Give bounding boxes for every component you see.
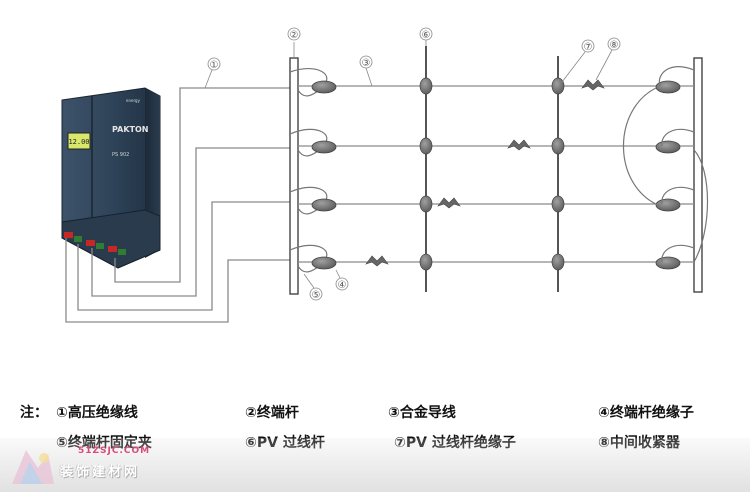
device-display-value: 12.00 <box>68 138 89 146</box>
legend-item-1: ①高压绝缘线 <box>56 405 138 421</box>
legend-item-2: ②终端杆 <box>245 405 299 421</box>
watermark-url: 51ZSJC.COM <box>78 446 151 456</box>
callout-2: ② <box>290 30 299 41</box>
callout-3: ③ <box>362 58 371 69</box>
watermark-name: 装饰建材网 <box>60 465 141 480</box>
callout-8: ⑧ <box>610 40 619 51</box>
callout-4: ④ <box>338 280 347 291</box>
legend-note-label: 注： <box>20 405 48 421</box>
terminal-post-right <box>693 57 703 293</box>
device-display <box>67 132 91 150</box>
callout-5: ⑤ <box>312 290 321 301</box>
alloy-conductors <box>298 85 694 263</box>
terminal-insulators-right <box>655 80 681 270</box>
device-badge: energy <box>126 98 141 103</box>
watermark-logo <box>12 450 54 484</box>
terminal-post-left <box>289 57 299 295</box>
device-brand: PAKTON <box>112 125 148 134</box>
callout-7: ⑦ <box>584 42 593 53</box>
legend-item-3: ③合金导线 <box>388 405 456 421</box>
legend-item-4: ④终端杆绝缘子 <box>598 405 694 421</box>
right-return-loops <box>622 65 709 263</box>
legend-row-1: 注： ①高压绝缘线 ②终端杆 ③合金导线 ④终端杆绝缘子 <box>0 402 750 424</box>
callout-6: ⑥ <box>422 30 431 41</box>
device-terminals <box>64 232 126 255</box>
callout-1: ① <box>210 60 219 71</box>
terminal-insulators-left <box>311 80 337 270</box>
mid-tensioners <box>365 79 605 267</box>
pv-insulators <box>419 77 565 271</box>
watermark-band <box>0 438 750 492</box>
device-model: PS 902 <box>112 152 129 158</box>
energizer-device: 12.00 PAKTON PS 902 energy <box>61 87 161 269</box>
